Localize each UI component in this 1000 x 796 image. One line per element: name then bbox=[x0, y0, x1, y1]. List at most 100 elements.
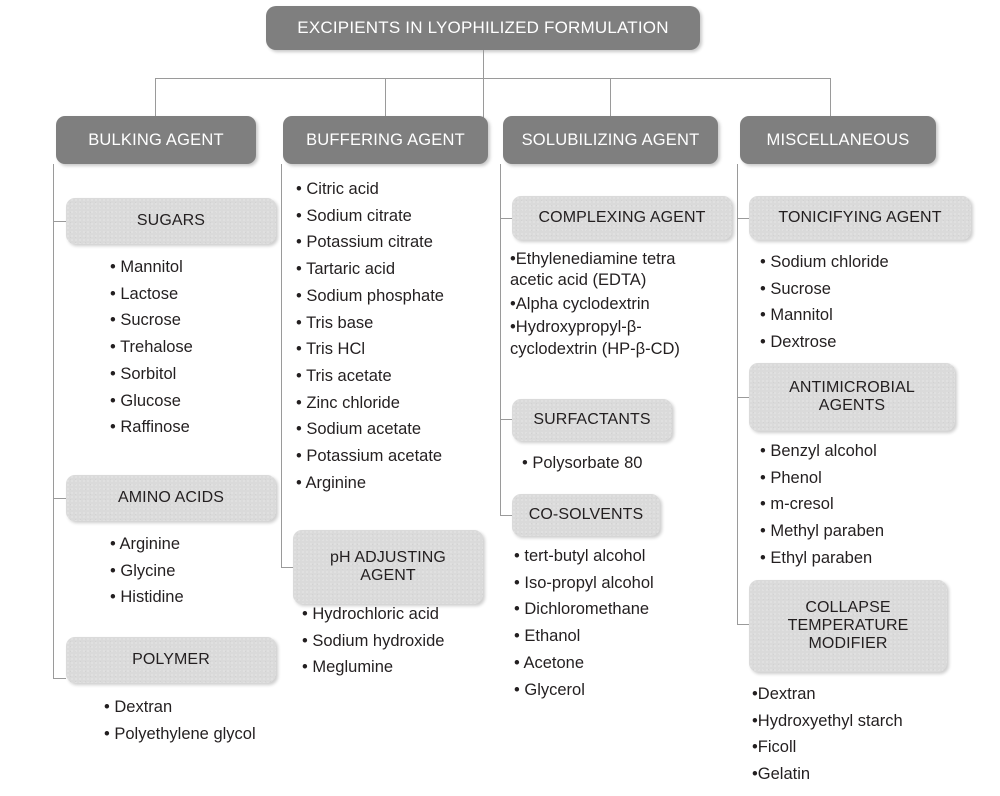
list-item: Potassium citrate bbox=[296, 229, 526, 256]
group-label: CO-SOLVENTS bbox=[528, 506, 644, 524]
list-item: Sodium chloride bbox=[760, 249, 980, 276]
list-collapse-temperature-modifier: Dextran Hydroxyethyl starch Ficoll Gelat… bbox=[752, 681, 982, 788]
list-item: Acetone bbox=[514, 650, 729, 677]
group-box-sugars: SUGARS bbox=[66, 198, 276, 244]
list-polymer: Dextran Polyethylene glycol bbox=[104, 694, 324, 747]
list-item: Hydrochloric acid bbox=[302, 601, 532, 628]
list-item: Tartaric acid bbox=[296, 256, 526, 283]
connector-trunk bbox=[483, 50, 484, 118]
rail-stub-col4-collapse-temp bbox=[737, 624, 749, 625]
list-item: Sodium phosphate bbox=[296, 283, 526, 310]
rail-col2 bbox=[281, 164, 282, 568]
group-label: TONICIFYING AGENT bbox=[778, 209, 942, 227]
group-label: AMINO ACIDS bbox=[117, 489, 224, 507]
list-item: Tris acetate bbox=[296, 363, 526, 390]
group-box-co-solvents: CO-SOLVENTS bbox=[512, 494, 660, 536]
group-label: ANTIMICROBIAL AGENTS bbox=[789, 379, 915, 414]
group-label: SURFACTANTS bbox=[533, 411, 651, 429]
list-item: Ethylenediamine tetra acetic acid (EDTA) bbox=[510, 249, 715, 292]
list-item: Meglumine bbox=[302, 654, 532, 681]
list-item: Gelatin bbox=[752, 761, 982, 788]
category-header-label: MISCELLANEOUS bbox=[766, 130, 910, 149]
list-item: Arginine bbox=[110, 531, 310, 558]
list-item: Ethyl paraben bbox=[760, 545, 980, 572]
list-item: tert-butyl alcohol bbox=[514, 543, 729, 570]
rail-stub-col1-sugars bbox=[53, 221, 66, 222]
list-item: Ethanol bbox=[514, 623, 729, 650]
list-complexing-agent: Ethylenediamine tetra acetic acid (EDTA)… bbox=[510, 249, 715, 362]
list-tonicifying-agent: Sodium chloride Sucrose Mannitol Dextros… bbox=[760, 249, 980, 356]
list-item: Tris base bbox=[296, 310, 526, 337]
rail-stub-col3-co-solvents bbox=[500, 515, 512, 516]
list-item: Sodium hydroxide bbox=[302, 628, 532, 655]
rail-stub-col4-antimicrobial bbox=[737, 397, 749, 398]
rail-stub-col3-surfactants bbox=[500, 419, 512, 420]
list-item: Arginine bbox=[296, 470, 526, 497]
category-header-buffering-agent: BUFFERING AGENT bbox=[283, 116, 488, 164]
list-item: Sorbitol bbox=[110, 361, 310, 388]
rail-stub-col1-amino-acids bbox=[53, 498, 66, 499]
list-antimicrobial-agents: Benzyl alcohol Phenol m-cresol Methyl pa… bbox=[760, 438, 980, 572]
list-item: Mannitol bbox=[760, 302, 980, 329]
group-box-amino-acids: AMINO ACIDS bbox=[66, 475, 276, 521]
list-item: Glucose bbox=[110, 388, 310, 415]
list-co-solvents: tert-butyl alcohol Iso-propyl alcohol Di… bbox=[514, 543, 729, 703]
list-item: Benzyl alcohol bbox=[760, 438, 980, 465]
category-header-miscellaneous: MISCELLANEOUS bbox=[740, 116, 936, 164]
list-item: Glycine bbox=[110, 558, 310, 585]
list-surfactants: Polysorbate 80 bbox=[522, 450, 732, 477]
rail-col1 bbox=[53, 164, 54, 678]
list-item: Methyl paraben bbox=[760, 518, 980, 545]
list-item: Sucrose bbox=[760, 276, 980, 303]
list-item: Potassium acetate bbox=[296, 443, 526, 470]
root-title-box: EXCIPIENTS IN LYOPHILIZED FORMULATION bbox=[266, 6, 700, 50]
list-item: Citric acid bbox=[296, 176, 526, 203]
list-item: Dextrose bbox=[760, 329, 980, 356]
rail-stub-col2-ph-adjusting bbox=[281, 567, 293, 568]
group-label: SUGARS bbox=[136, 212, 206, 230]
list-sugars: Mannitol Lactose Sucrose Trehalose Sorbi… bbox=[110, 254, 310, 441]
list-item: Hydroxyethyl starch bbox=[752, 708, 982, 735]
group-box-ph-adjusting-agent: pH ADJUSTING AGENT bbox=[293, 530, 483, 604]
list-item: Raffinose bbox=[110, 414, 310, 441]
category-header-label: SOLUBILIZING AGENT bbox=[521, 130, 700, 149]
root-title-label: EXCIPIENTS IN LYOPHILIZED FORMULATION bbox=[297, 18, 669, 38]
group-box-tonicifying-agent: TONICIFYING AGENT bbox=[749, 196, 971, 240]
list-item: Polysorbate 80 bbox=[522, 450, 732, 477]
list-item: Dichloromethane bbox=[514, 596, 729, 623]
list-amino-acids: Arginine Glycine Histidine bbox=[110, 531, 310, 611]
category-header-solubilizing-agent: SOLUBILIZING AGENT bbox=[503, 116, 718, 164]
list-item: Trehalose bbox=[110, 334, 310, 361]
list-item: Sucrose bbox=[110, 307, 310, 334]
group-box-antimicrobial-agents: ANTIMICROBIAL AGENTS bbox=[749, 363, 955, 431]
list-item: Sodium citrate bbox=[296, 203, 526, 230]
rail-stub-col1-polymer bbox=[53, 678, 66, 679]
rail-col4 bbox=[737, 164, 738, 625]
connector-drop-col2 bbox=[385, 78, 386, 118]
group-label: POLYMER bbox=[132, 651, 210, 669]
connector-drop-col4 bbox=[830, 78, 831, 118]
list-buffering-direct: Citric acid Sodium citrate Potassium cit… bbox=[296, 176, 526, 497]
list-item: Iso-propyl alcohol bbox=[514, 570, 729, 597]
list-item: Dextran bbox=[752, 681, 982, 708]
group-label: COMPLEXING AGENT bbox=[538, 209, 706, 227]
group-box-complexing-agent: COMPLEXING AGENT bbox=[512, 196, 732, 240]
list-item: Zinc chloride bbox=[296, 390, 526, 417]
group-box-surfactants: SURFACTANTS bbox=[512, 399, 672, 441]
list-item: m-cresol bbox=[760, 491, 980, 518]
group-label: pH ADJUSTING AGENT bbox=[330, 549, 446, 584]
rail-stub-col4-tonicifying bbox=[737, 218, 749, 219]
list-item: Ficoll bbox=[752, 734, 982, 761]
group-box-collapse-temperature-modifier: COLLAPSE TEMPERATURE MODIFIER bbox=[749, 580, 947, 672]
list-item: Hydroxypropyl-β-cyclodextrin (HP-β-CD) bbox=[510, 317, 715, 360]
category-header-label: BULKING AGENT bbox=[88, 130, 224, 149]
rail-stub-col3-complexing bbox=[500, 218, 512, 219]
connector-drop-col1 bbox=[155, 78, 156, 118]
list-item: Glycerol bbox=[514, 677, 729, 704]
list-item: Phenol bbox=[760, 465, 980, 492]
category-header-bulking-agent: BULKING AGENT bbox=[56, 116, 256, 164]
list-item: Lactose bbox=[110, 281, 310, 308]
category-header-label: BUFFERING AGENT bbox=[306, 130, 465, 149]
connector-drop-col3 bbox=[610, 78, 611, 118]
